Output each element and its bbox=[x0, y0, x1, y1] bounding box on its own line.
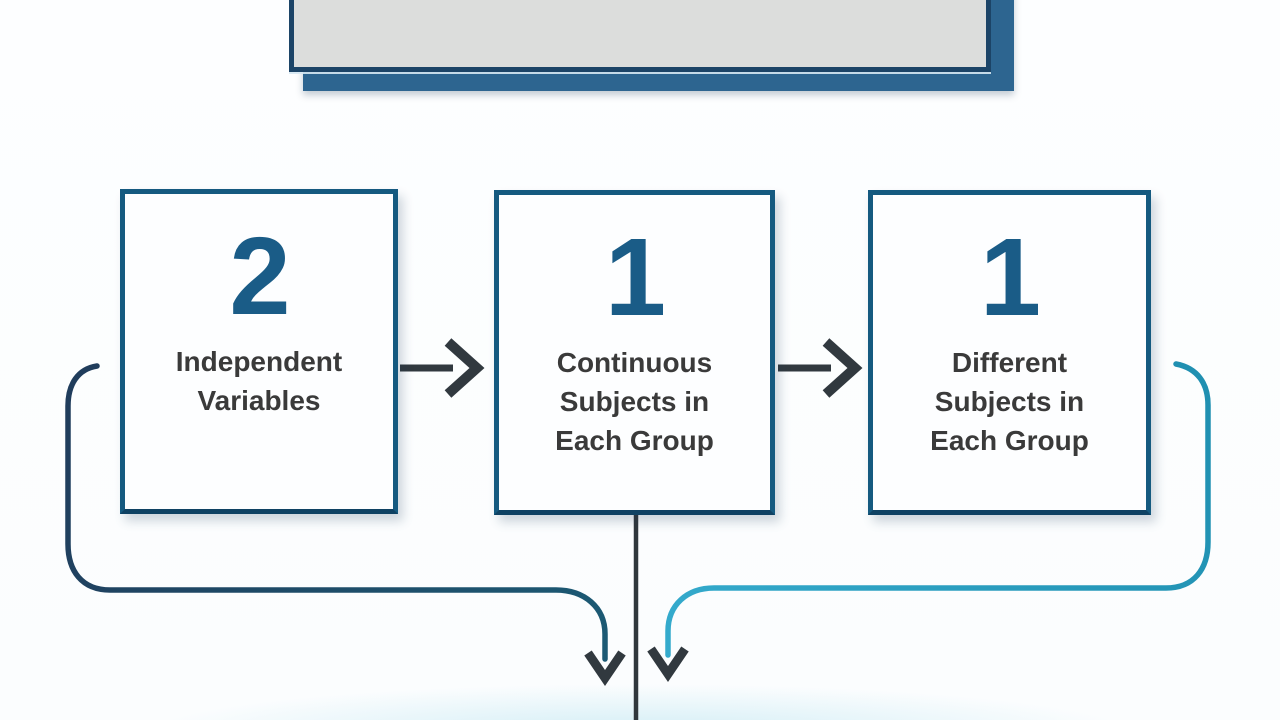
node3-label-line1: Different bbox=[951, 347, 1068, 378]
arrow-node1-to-node2-head-icon bbox=[444, 338, 485, 398]
right-connector bbox=[665, 361, 1211, 658]
node3-number: 1 bbox=[979, 216, 1041, 339]
node3-label: Different Subjects in Each Group bbox=[930, 343, 1089, 460]
node1-label-line2: Variables bbox=[197, 385, 321, 416]
arrow-node2-to-node3-head-icon bbox=[822, 338, 863, 398]
node-independent-variables: 2 Independent Variables bbox=[120, 189, 398, 514]
right-connector-arrowhead-icon bbox=[647, 646, 689, 683]
node1-label-line1: Independent bbox=[175, 346, 343, 377]
header-box bbox=[289, 0, 991, 72]
node3-label-line3: Each Group bbox=[930, 425, 1089, 456]
node2-number: 1 bbox=[604, 216, 666, 339]
node3-label-line2: Subjects in bbox=[934, 386, 1085, 417]
node1-number: 2 bbox=[229, 215, 290, 338]
node2-label-line1: Continuous bbox=[556, 347, 713, 378]
node-continuous-subjects: 1 Continuous Subjects in Each Group bbox=[494, 190, 775, 515]
node2-label-line3: Each Group bbox=[555, 425, 714, 456]
left-connector bbox=[65, 363, 608, 662]
node2-label: Continuous Subjects in Each Group bbox=[555, 343, 714, 460]
node2-label-line2: Subjects in bbox=[559, 386, 710, 417]
node1-label: Independent Variables bbox=[176, 342, 342, 420]
node-different-subjects: 1 Different Subjects in Each Group bbox=[868, 190, 1151, 515]
left-connector-arrowhead-icon bbox=[584, 650, 626, 687]
